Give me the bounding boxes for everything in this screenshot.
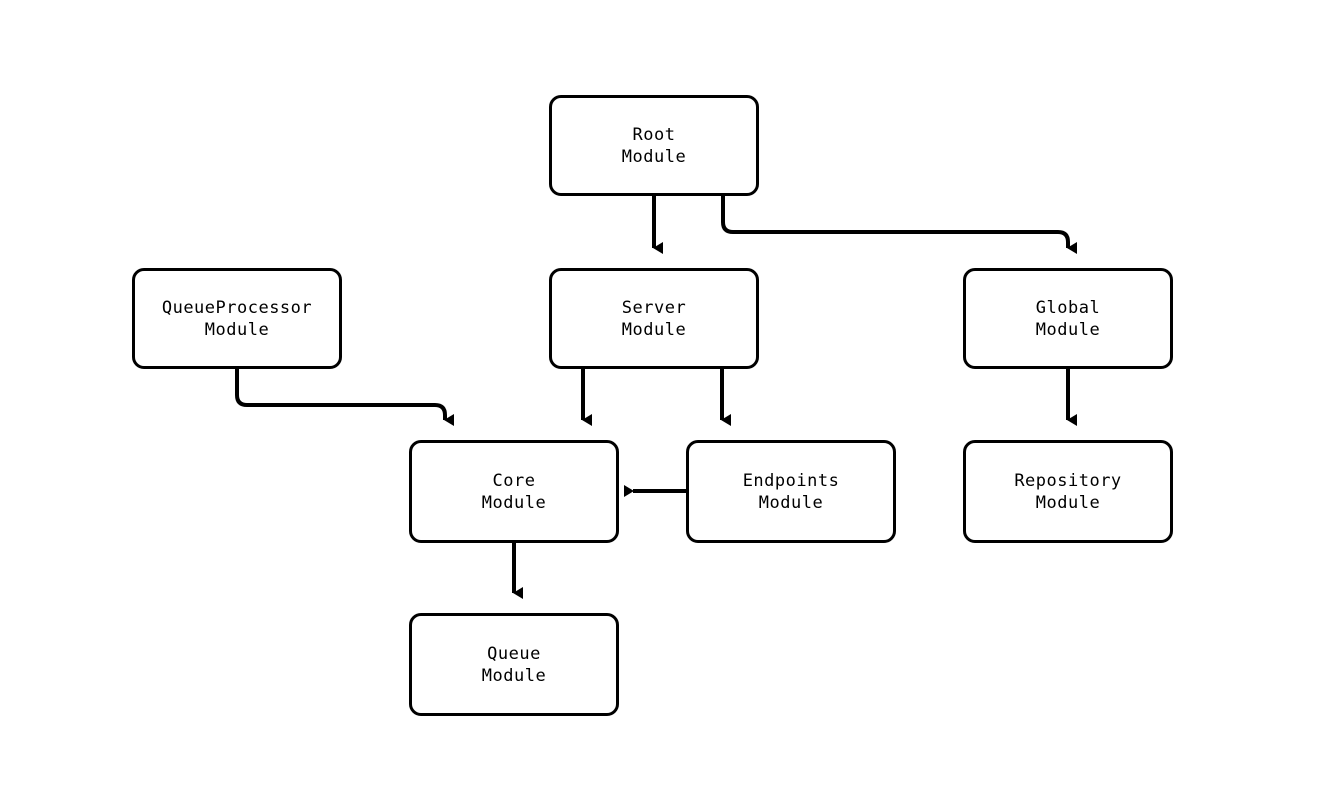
node-repository[interactable]: Repository Module xyxy=(963,440,1173,543)
node-global[interactable]: Global Module xyxy=(963,268,1173,369)
node-repository-subtitle: Module xyxy=(1035,492,1101,513)
node-core[interactable]: Core Module xyxy=(409,440,619,543)
node-server-title: Server xyxy=(621,297,687,318)
node-queueprocessor-title: QueueProcessor xyxy=(161,297,313,318)
node-root-title: Root xyxy=(632,124,676,145)
edge-queueprocessor-to-core xyxy=(235,369,454,426)
node-queue-title: Queue xyxy=(487,643,541,664)
node-endpoints[interactable]: Endpoints Module xyxy=(686,440,896,543)
node-core-subtitle: Module xyxy=(481,492,547,513)
node-server[interactable]: Server Module xyxy=(549,268,759,369)
node-queueprocessor[interactable]: QueueProcessor Module xyxy=(132,268,342,369)
node-repository-title: Repository xyxy=(1014,470,1122,491)
node-queue-subtitle: Module xyxy=(481,665,547,686)
node-core-title: Core xyxy=(492,470,536,491)
node-queueprocessor-subtitle: Module xyxy=(204,319,270,340)
node-root[interactable]: Root Module xyxy=(549,95,759,196)
node-global-subtitle: Module xyxy=(1035,319,1101,340)
node-root-subtitle: Module xyxy=(621,146,687,167)
node-global-title: Global xyxy=(1035,297,1101,318)
node-endpoints-subtitle: Module xyxy=(758,492,824,513)
node-server-subtitle: Module xyxy=(621,319,687,340)
node-queue[interactable]: Queue Module xyxy=(409,613,619,716)
node-endpoints-title: Endpoints xyxy=(742,470,840,491)
edge-root-to-global xyxy=(721,196,1077,254)
